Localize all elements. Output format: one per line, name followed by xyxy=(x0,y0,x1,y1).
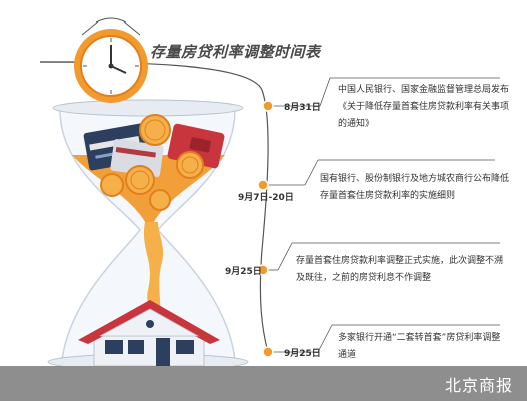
timeline-dot-4 xyxy=(262,346,274,358)
page-title: 存量房贷利率调整时间表 xyxy=(150,43,321,61)
timeline-text-4: 多家银行开通“二套转首套”房贷利率调整 通道 xyxy=(338,333,501,360)
timeline-date-1: 8月31日 xyxy=(284,103,321,113)
timeline-dot-3 xyxy=(257,264,269,276)
timeline-curve xyxy=(39,61,269,353)
timeline-date-2: 9月7日-20日 xyxy=(238,193,294,203)
timeline-date-3: 9月25日 xyxy=(225,267,262,277)
timeline-text-1: 中国人民银行、国家金融监督管理总局发布 《关于降低存量首套住房贷款利率有关事项 … xyxy=(338,85,510,129)
bank-card-icon xyxy=(110,139,164,177)
hourglass-stream xyxy=(143,222,164,318)
watermark-bar xyxy=(0,366,527,401)
coin-icon xyxy=(100,114,204,211)
clock-icon xyxy=(74,17,148,103)
timeline-text-2: 国有银行、股份制银行及地方城农商行公布降低 存量首套住房贷款利率的实施细则 xyxy=(320,174,510,201)
hourglass-top-cap xyxy=(52,99,244,117)
brand-watermark: 北京商报 xyxy=(444,376,513,395)
house-icon xyxy=(78,300,220,367)
timeline-text-3: 存量首套住房贷款利率调整正式实施，此次调整不溯 及既往，之前的房贷利息不作调整 xyxy=(296,256,504,283)
timeline-dot-2 xyxy=(257,179,269,191)
timeline-date-4: 9月25日 xyxy=(284,349,321,359)
timeline-dot-1 xyxy=(262,100,274,112)
